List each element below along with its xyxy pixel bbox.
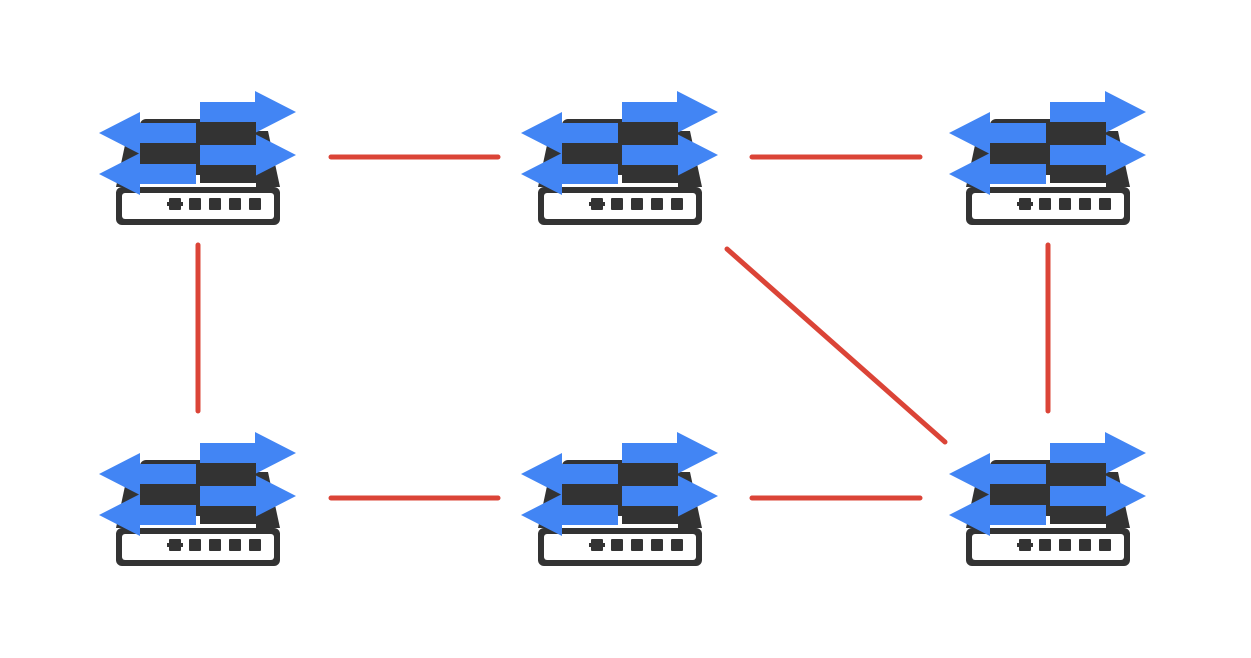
switch-top-center-network-switch-icon [521,91,718,225]
switch-bottom-left-network-switch-icon [99,432,296,566]
network-switch-icon [521,91,718,225]
switch-top-right-network-switch-icon [949,91,1146,225]
switch-top-left-network-switch-icon [99,91,296,225]
network-switch-icon [949,432,1146,566]
links-layer [195,154,1051,501]
nodes-layer [99,91,1146,566]
network-switch-icon [521,432,718,566]
network-switch-icon [99,432,296,566]
link-switch-top-center-to-switch-bottom-right [724,246,948,445]
switch-bottom-center-network-switch-icon [521,432,718,566]
network-switch-icon [949,91,1146,225]
network-switch-icon [99,91,296,225]
switch-bottom-right-network-switch-icon [949,432,1146,566]
